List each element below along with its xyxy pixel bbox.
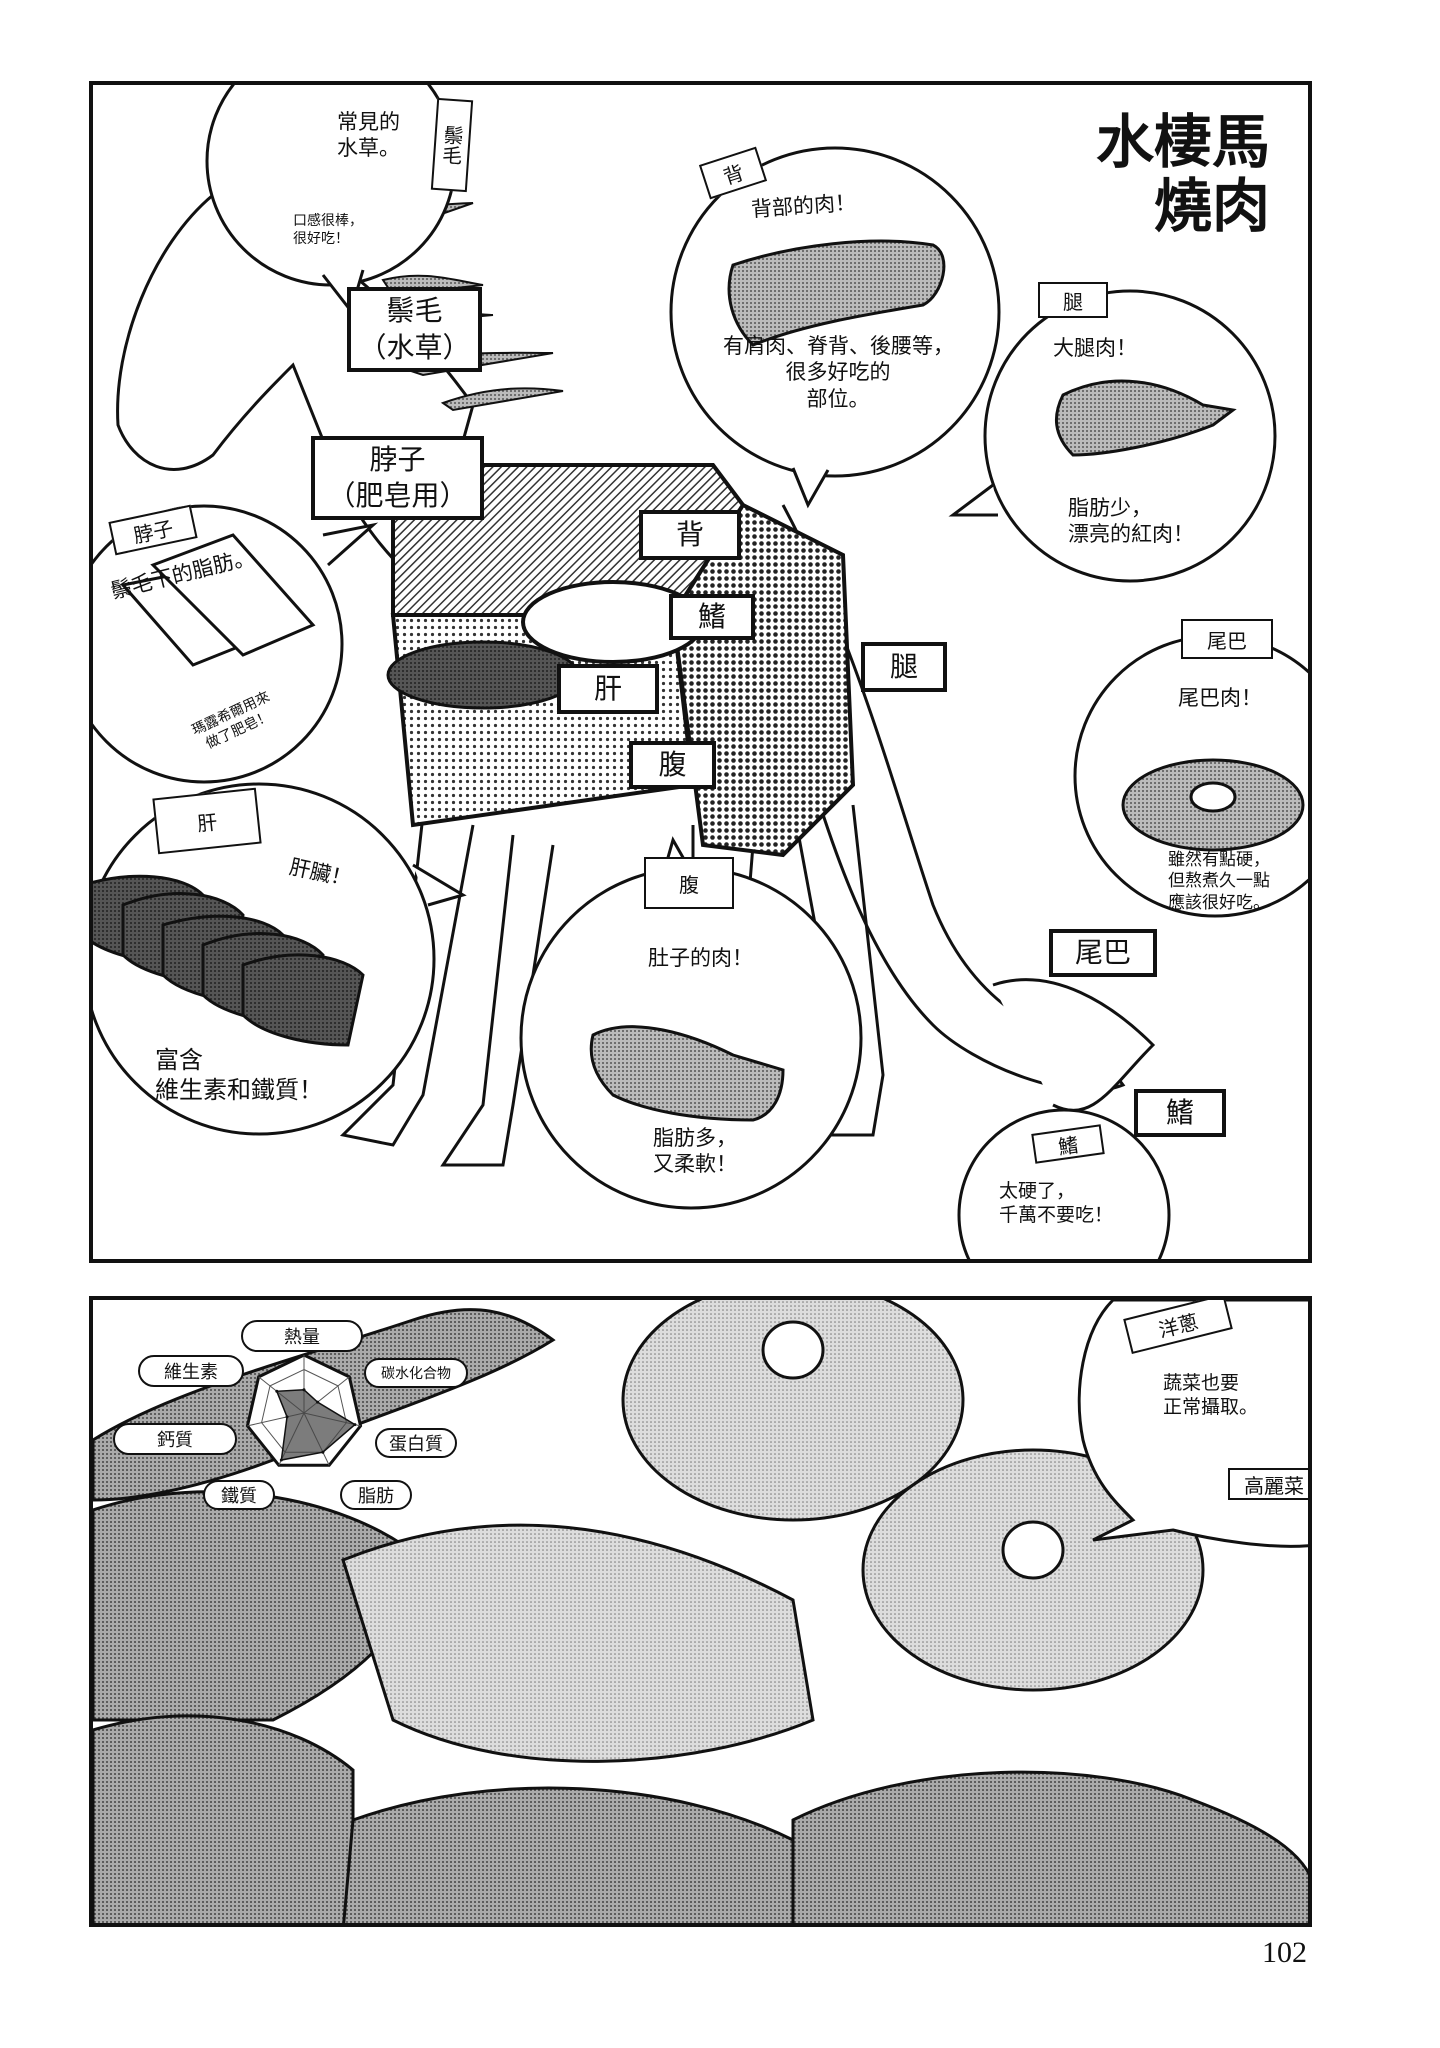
label-mane-note: （水草） xyxy=(358,330,471,364)
label-fin: 鰭 xyxy=(669,594,755,640)
text-line: 太硬了， xyxy=(999,1180,1076,1202)
radar-value-point xyxy=(279,1458,283,1462)
bottom-panel-grilled-meat: 熱量 碳水化合物 蛋白質 脂肪 鐵質 鈣質 維生素 洋蔥 蔬菜也要 正常攝取。 … xyxy=(89,1296,1312,1927)
bubble-tail-text: 雖然有點硬， 但熬煮久一點 應該很好吃。 xyxy=(1168,850,1270,914)
text-line: 常見的 xyxy=(337,110,400,134)
radar-value-polygon xyxy=(275,1389,357,1461)
horse-front-leg-2 xyxy=(440,834,555,1167)
bubble-liver-text: 富含 維生素和鐵質！ xyxy=(155,1045,323,1105)
bubble-belly-tag: 腹 xyxy=(644,857,734,909)
text-line: 很好吃！ xyxy=(293,230,349,247)
meat-slice xyxy=(791,1770,1308,1923)
bubble-back-text: 有肩肉、脊背、後腰等， 很多好吃的 部位。 xyxy=(723,333,954,412)
neck-fat-image xyxy=(120,533,316,667)
text-line: 漂亮的紅肉！ xyxy=(1068,522,1194,547)
bubble-tail-headline: 尾巴肉！ xyxy=(1178,686,1262,710)
grilled-meat-illustration xyxy=(93,1300,1308,1923)
bubble-leg-headline: 大腿肉！ xyxy=(1053,336,1137,360)
text-line: 維生素和鐵質！ xyxy=(155,1076,323,1104)
liver-image xyxy=(93,874,365,1047)
bubble-mane-note: 口感很棒， 很好吃！ xyxy=(293,213,363,248)
text-line: 脂肪多， xyxy=(653,1126,737,1150)
text-line: 很多好吃的 xyxy=(785,360,891,385)
radar-value-point xyxy=(302,1388,306,1392)
text-line: 正常攝取。 xyxy=(1163,1395,1259,1418)
horse-illustration xyxy=(93,85,1308,1259)
bubble-fin-shape xyxy=(957,1108,1171,1259)
bubble-tail-tag: 尾巴 xyxy=(1181,619,1273,659)
leg-meat-image xyxy=(1054,379,1237,457)
label-belly: 腹 xyxy=(629,741,716,789)
label-mane: 鬃毛 （水草） xyxy=(347,287,482,372)
text-line: 口感很棒， xyxy=(293,213,363,229)
back-meat-image xyxy=(727,239,946,347)
radar-value-point xyxy=(285,1415,289,1419)
bubble-leg-tag: 腿 xyxy=(1038,282,1108,318)
text-line: 應該很好吃。 xyxy=(1168,892,1270,913)
page-title: 水棲馬 燒肉 xyxy=(1095,108,1270,240)
radar-axis-calcium: 鈣質 xyxy=(113,1423,237,1455)
belly-meat-image xyxy=(589,1025,785,1122)
label-neck-note: （肥皂用） xyxy=(327,479,468,512)
label-mane-name: 鬃毛 xyxy=(386,294,443,328)
radar-axis-protein: 蛋白質 xyxy=(375,1428,457,1458)
horse-tail-fin xyxy=(992,978,1156,1112)
page-number: 102 xyxy=(1262,1936,1307,1969)
bubble-liver-tag: 肝 xyxy=(152,787,262,855)
onion-top xyxy=(621,1300,965,1522)
label-neck: 脖子 （肥皂用） xyxy=(311,436,484,520)
meat-slice xyxy=(342,1786,813,1923)
label-neck-name: 脖子 xyxy=(369,442,426,476)
radar-value-point xyxy=(353,1423,357,1427)
label-tail: 尾巴 xyxy=(1049,929,1157,977)
label-back: 背 xyxy=(639,510,741,560)
text-line: 蔬菜也要 xyxy=(1163,1372,1240,1394)
bubble-leg-text: 脂肪少， 漂亮的紅肉！ xyxy=(1068,495,1194,548)
text-line: 但熬煮久一點 xyxy=(1168,871,1270,892)
bubble-belly-headline: 肚子的肉！ xyxy=(648,946,753,970)
vegetable-bubble-text: 蔬菜也要 正常攝取。 xyxy=(1163,1372,1258,1420)
title-line-2: 燒肉 xyxy=(1153,171,1270,240)
bubble-belly-text: 脂肪多， 又柔軟！ xyxy=(653,1125,737,1178)
text-line: 富含 xyxy=(155,1046,203,1074)
label-leg: 腿 xyxy=(861,642,947,692)
nutrition-radar-chart xyxy=(245,1353,363,1467)
text-line: 雖然有點硬， xyxy=(1168,850,1270,870)
meat-slice xyxy=(93,1714,355,1923)
top-panel-horse-diagram: 水棲馬 燒肉 鬃毛 （水草） 脖子 （肥皂用） 背 鰭 肝 腹 腿 尾巴 鰭 鬃… xyxy=(89,81,1312,1263)
fish-fin-drape xyxy=(341,1523,815,1763)
cabbage-tag: 高麗菜 xyxy=(1228,1468,1308,1500)
text-line: 千萬不要吃！ xyxy=(999,1203,1114,1226)
bubble-mane-text: 常見的 水草。 xyxy=(337,109,400,162)
radar-value-point xyxy=(321,1450,325,1454)
title-line-1: 水棲馬 xyxy=(1095,108,1270,176)
radar-axis-calories: 熱量 xyxy=(241,1320,363,1352)
radar-axis-carbohydrates: 碳水化合物 xyxy=(364,1358,468,1388)
onion-bottom xyxy=(861,1448,1205,1692)
text-line: 有肩肉、脊背、後腰等， xyxy=(723,334,954,358)
radar-axis-vitamins: 維生素 xyxy=(138,1355,244,1387)
label-liver: 肝 xyxy=(557,664,659,714)
tail-meat-image xyxy=(1121,758,1305,852)
radar-axis-fat: 脂肪 xyxy=(340,1480,412,1510)
bubble-mane-tag: 鬃毛 xyxy=(430,97,474,193)
radar-axis-iron: 鐵質 xyxy=(203,1480,275,1510)
radar-value-point xyxy=(275,1389,279,1393)
label-tail-fin: 鰭 xyxy=(1134,1089,1226,1137)
text-line: 部位。 xyxy=(806,386,870,411)
radar-value-point xyxy=(316,1400,320,1404)
text-line: 又柔軟！ xyxy=(653,1152,737,1177)
text-line: 水草。 xyxy=(337,136,400,161)
text-line: 脂肪少， xyxy=(1068,496,1152,520)
bubble-fin-text: 太硬了， 千萬不要吃！ xyxy=(999,1180,1113,1228)
